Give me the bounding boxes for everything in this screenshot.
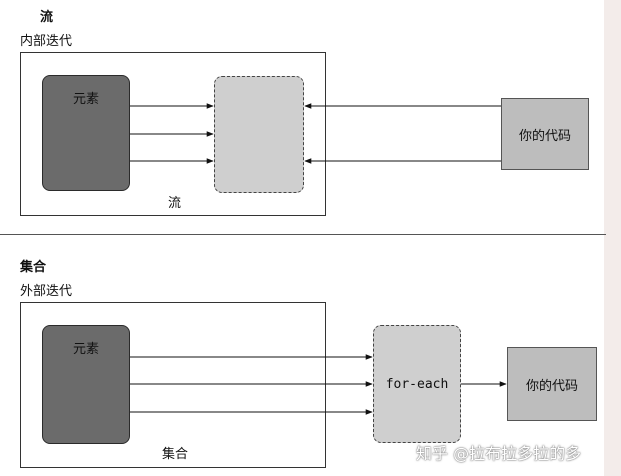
collection-your-code-label: 你的代码 <box>525 378 578 394</box>
stream-your-code-label: 你的代码 <box>518 128 571 144</box>
collection-element-box: 元素 <box>42 325 130 444</box>
stream-element-box: 元素 <box>42 75 130 191</box>
watermark: 知乎 @拉布拉多拉的多 <box>416 444 582 463</box>
stream-internal-iterator-box <box>214 76 304 193</box>
stream-element-label: 元素 <box>72 92 99 107</box>
stream-section-subtitle: 内部迭代 <box>20 34 73 49</box>
collection-section-subtitle: 外部迭代 <box>20 284 73 299</box>
collection-section-title: 集合 <box>20 260 47 275</box>
right-edge-background <box>604 0 621 476</box>
collection-your-code-box: 你的代码 <box>507 347 597 421</box>
collection-element-label: 元素 <box>72 342 99 357</box>
for-each-box: for-each <box>373 325 461 443</box>
collection-container-label: 集合 <box>162 447 189 462</box>
stream-section-title: 流 <box>40 10 54 25</box>
section-divider <box>0 234 606 235</box>
stream-container-label: 流 <box>168 196 182 211</box>
stream-your-code-box: 你的代码 <box>501 98 589 170</box>
for-each-label: for-each <box>385 376 449 392</box>
